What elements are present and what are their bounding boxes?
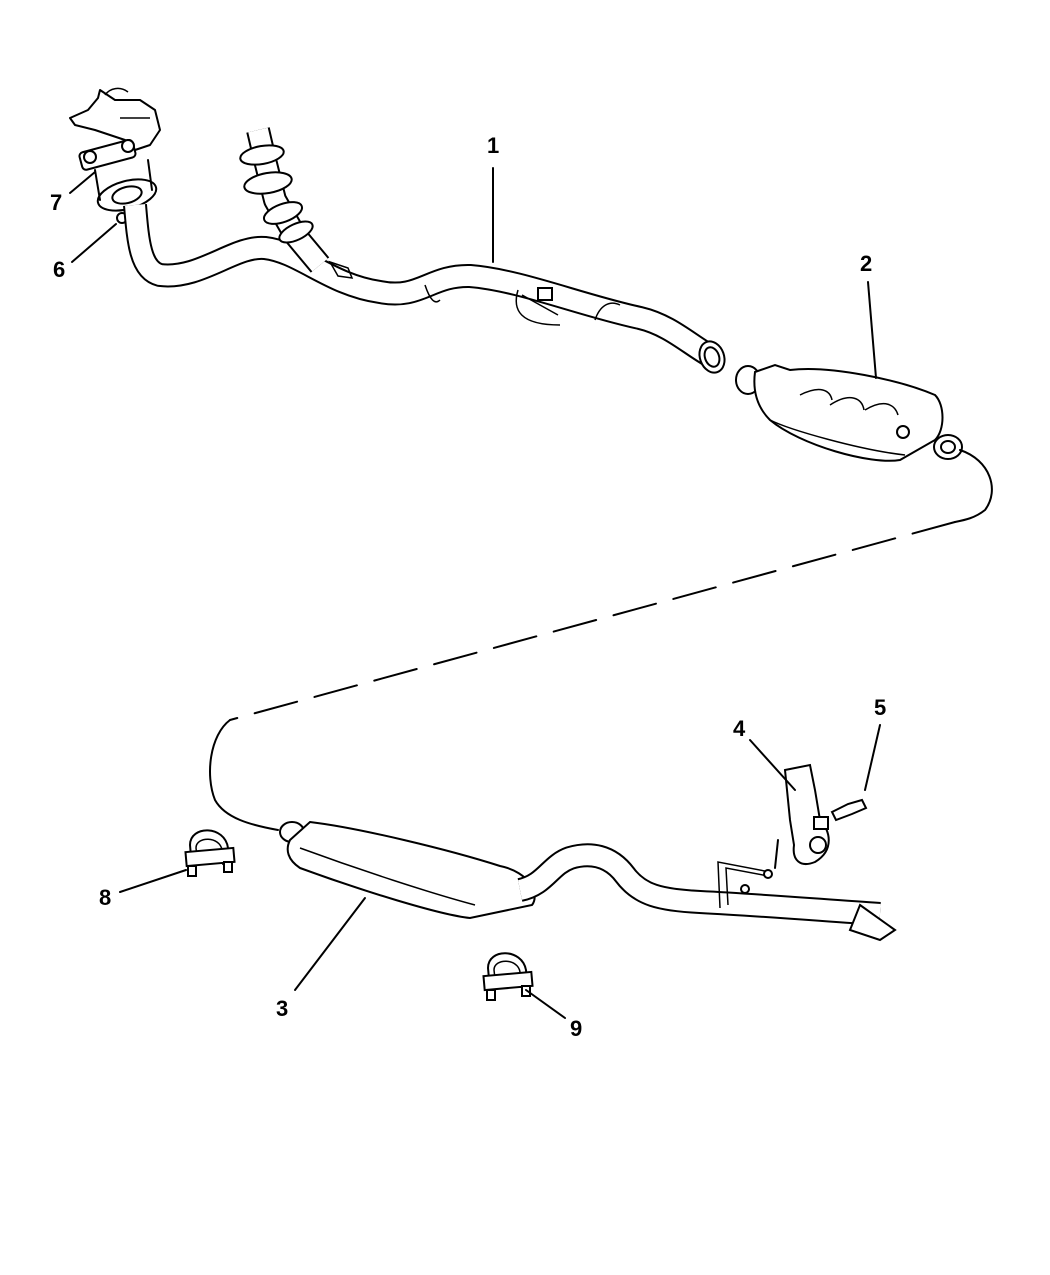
callout-4: 4: [733, 716, 746, 741]
leader-7: [69, 171, 96, 194]
callout-6: 6: [53, 257, 66, 282]
exhaust-clamp-8: [184, 829, 236, 877]
exhaust-manifold: [69, 87, 161, 171]
pipe-routing-line: [209, 449, 993, 831]
callout-8: 8: [99, 885, 112, 910]
hanger-bolt: [830, 798, 868, 822]
front-exhaust-pipe: [123, 127, 726, 374]
exhaust-clamp-9: [482, 952, 534, 1001]
leader-8: [119, 869, 187, 893]
callout-3: 3: [276, 996, 289, 1021]
leader-3: [294, 897, 366, 991]
leader-2: [867, 281, 877, 379]
leader-lines: [69, 167, 881, 1019]
catalytic-converter: [735, 363, 963, 462]
leader-6: [71, 223, 117, 263]
muffler-assembly: [279, 820, 897, 942]
hanger-bracket: [774, 763, 830, 869]
callout-7: 7: [50, 190, 63, 215]
callout-9: 9: [570, 1016, 583, 1041]
leader-5: [864, 724, 881, 791]
callout-1: 1: [487, 133, 500, 158]
leader-9: [525, 989, 566, 1019]
callout-2: 2: [860, 251, 873, 276]
callout-5: 5: [874, 695, 887, 720]
leader-4: [749, 739, 796, 791]
